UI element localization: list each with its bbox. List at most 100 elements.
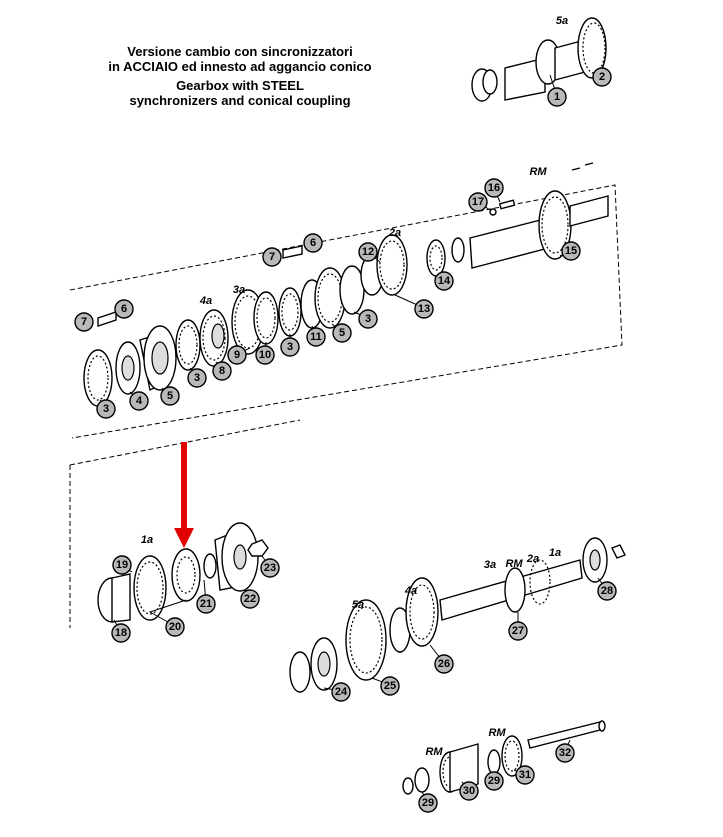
gear-tag-1a: 1a [549, 547, 561, 559]
callout-11: 11 [306, 327, 326, 347]
svg-text:29: 29 [488, 775, 500, 787]
gear-tag-4a: 4a [404, 585, 417, 597]
gear-tag-rm: RM [529, 166, 547, 178]
svg-text:3: 3 [365, 313, 371, 325]
callout-7: 7 [262, 247, 282, 267]
callout-6: 6 [114, 299, 134, 319]
svg-text:16: 16 [488, 182, 500, 194]
gear-tag-5a: 5a [352, 599, 364, 611]
leader-lines [99, 69, 608, 803]
gear-tag-1a: 1a [141, 534, 153, 546]
callout-5: 5 [160, 386, 180, 406]
gear-tag-rm: RM [488, 727, 506, 739]
callout-12: 12 [358, 242, 378, 262]
svg-text:14: 14 [438, 275, 451, 287]
svg-text:3: 3 [103, 403, 109, 415]
title-english-line2: synchronizers and conical coupling [129, 93, 351, 108]
svg-text:28: 28 [601, 585, 613, 597]
callout-10: 10 [255, 345, 275, 365]
gear-tag-3a: 3a [484, 559, 496, 571]
gear-tag-2a: 2a [526, 553, 539, 565]
title-english: Gearbox with STEEL synchronizers and con… [75, 78, 405, 108]
svg-text:18: 18 [115, 627, 127, 639]
callout-markers: 1 2 3 3 3 3 3 4 5 5 6 6 7 7 8 9 10 11 12… [74, 67, 617, 813]
callout-2: 2 [592, 67, 612, 87]
callout-28: 28 [597, 581, 617, 601]
gear-tag-2a: 2a [388, 227, 401, 239]
title-english-line1: Gearbox with STEEL [176, 78, 304, 93]
callout-3: 3 [187, 368, 207, 388]
callout-14: 14 [434, 271, 454, 291]
svg-text:7: 7 [269, 251, 275, 263]
callout-19: 19 [112, 555, 132, 575]
callout-32: 32 [555, 743, 575, 763]
countershaft-left-group [97, 522, 269, 623]
callout-20: 20 [165, 617, 185, 637]
callout-7: 7 [74, 312, 94, 332]
svg-text:13: 13 [418, 303, 430, 315]
svg-text:24: 24 [335, 686, 348, 698]
svg-text:8: 8 [219, 365, 225, 377]
svg-text:11: 11 [310, 331, 322, 343]
callout-17: 17 [468, 192, 488, 212]
callout-15: 15 [561, 241, 581, 261]
gear-tag-3a: 3a [233, 284, 245, 296]
gear-tag-rm: RM [505, 558, 523, 570]
callout-21: 21 [196, 594, 216, 614]
gear-tags: 5a RM 2a 3a 4a 1a 5a 4a 3a RM 2a 1a RM R… [141, 15, 568, 758]
svg-text:25: 25 [384, 680, 396, 692]
svg-text:6: 6 [310, 237, 316, 249]
svg-text:3: 3 [194, 372, 200, 384]
svg-text:5: 5 [339, 327, 345, 339]
svg-text:3: 3 [287, 341, 293, 353]
gear-tag-4a: 4a [199, 295, 212, 307]
input-shaft-assembly [471, 17, 607, 102]
callout-26: 26 [434, 654, 454, 674]
svg-text:4: 4 [136, 395, 143, 407]
svg-text:12: 12 [362, 246, 374, 258]
callout-23: 23 [260, 558, 280, 578]
mainshaft-assembly [83, 162, 609, 407]
svg-text:30: 30 [463, 785, 475, 797]
svg-text:10: 10 [259, 349, 271, 361]
callout-29: 29 [418, 793, 438, 813]
reverse-idler-assembly [402, 720, 606, 795]
lower-outline [69, 419, 301, 628]
svg-text:7: 7 [81, 316, 87, 328]
red-arrow-indicator [174, 442, 194, 548]
callout-24: 24 [331, 682, 351, 702]
svg-text:15: 15 [565, 245, 577, 257]
callout-22: 22 [240, 589, 260, 609]
callout-4: 4 [129, 391, 149, 411]
callout-1: 1 [547, 87, 567, 107]
svg-text:22: 22 [244, 593, 256, 605]
callout-3: 3 [358, 309, 378, 329]
callout-3: 3 [280, 337, 300, 357]
svg-text:29: 29 [422, 797, 434, 809]
svg-text:6: 6 [121, 303, 127, 315]
svg-text:31: 31 [519, 769, 531, 781]
callout-3: 3 [96, 399, 116, 419]
callout-29: 29 [484, 771, 504, 791]
callout-16: 16 [484, 178, 504, 198]
callout-8: 8 [212, 361, 232, 381]
title-italian-line1: Versione cambio con sincronizzatori [127, 44, 353, 59]
callout-18: 18 [111, 623, 131, 643]
title-italian-line2: in ACCIAIO ed innesto ad aggancio conico [108, 59, 372, 74]
callout-13: 13 [414, 299, 434, 319]
svg-text:17: 17 [472, 196, 484, 208]
gear-tag-rm: RM [425, 746, 443, 758]
svg-text:2: 2 [599, 71, 605, 83]
svg-text:32: 32 [559, 747, 571, 759]
svg-text:5: 5 [167, 390, 173, 402]
callout-27: 27 [508, 621, 528, 641]
gear-tag-5a: 5a [556, 15, 568, 27]
svg-text:1: 1 [554, 91, 560, 103]
countershaft-assembly [289, 537, 626, 693]
callout-5: 5 [332, 323, 352, 343]
svg-text:27: 27 [512, 625, 524, 637]
svg-text:19: 19 [116, 559, 128, 571]
callout-25: 25 [380, 676, 400, 696]
